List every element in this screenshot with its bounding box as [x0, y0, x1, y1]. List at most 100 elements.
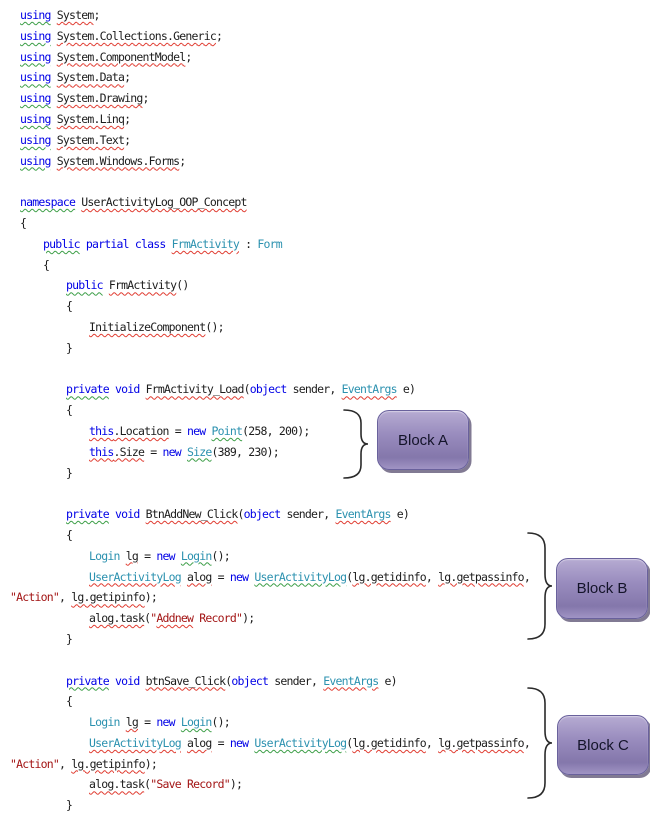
code-token: = [211, 569, 230, 584]
code-token: class [134, 236, 166, 251]
code-line: using System.ComponentModel; [0, 47, 650, 68]
code-line: public FrmActivity() [0, 275, 650, 296]
code-token: using [20, 28, 51, 43]
code-token: System.Data [56, 70, 125, 85]
code-token: void [115, 673, 140, 688]
code-line: private void FrmActivity_Load(object sen… [0, 379, 650, 400]
code-line: } [0, 629, 650, 650]
code-token: = [144, 444, 163, 459]
code-token: lg [125, 715, 139, 730]
code-token: sender, [280, 507, 336, 522]
code-line: "Action", lg.getipinfo); [0, 587, 650, 608]
code-token: " [150, 611, 157, 626]
code-token: btnSave_Click [145, 673, 226, 688]
code-token: (258, 200); [242, 423, 310, 438]
code-line: { [0, 400, 650, 421]
code-token: public [43, 236, 81, 251]
code-token: namespace [20, 195, 76, 210]
code-token: , [523, 569, 531, 584]
code-token: private [66, 673, 110, 688]
code-line: using System; [0, 5, 650, 26]
code-line: using System.Drawing; [0, 88, 650, 109]
code-token: alog.task [89, 611, 145, 626]
code-token: Login [180, 715, 212, 730]
code-line: private void BtnAddNew_Click(object send… [0, 504, 650, 525]
code-token: lg.getidinfo [352, 735, 426, 750]
code-token: alog.task [89, 777, 145, 792]
code-line: namespace UserActivityLog_OOP_Concept [0, 192, 650, 213]
code-token: using [20, 132, 51, 147]
code-token: object [243, 507, 282, 522]
code-line: { [0, 255, 650, 276]
code-token: ; [185, 49, 192, 64]
code-line: using System.Text; [0, 130, 650, 151]
code-token: Addnew [156, 611, 194, 626]
code-token: (389, 230); [211, 444, 280, 459]
code-token: ; [142, 91, 149, 106]
code-token: using [20, 49, 51, 64]
code-token: , [425, 569, 439, 584]
code-token: private [66, 507, 110, 522]
code-line: { [0, 691, 650, 712]
code-line: public partial class FrmActivity : Form [0, 234, 650, 255]
code-token: System [56, 8, 95, 22]
code-token: (); [205, 319, 224, 334]
code-line: { [0, 213, 650, 234]
code-token: = [138, 548, 157, 563]
code-line: UserActivityLog alog = new UserActivityL… [0, 733, 650, 754]
code-token: .Size [113, 444, 145, 459]
code-token: "Save Record" [150, 777, 230, 792]
code-line: private void btnSave_Click(object sender… [0, 671, 650, 692]
code-line [0, 650, 650, 671]
code-token: lg [125, 548, 139, 563]
code-line [0, 483, 650, 504]
code-token: , [523, 735, 531, 750]
code-token: (); [211, 715, 231, 730]
code-line: } [0, 338, 650, 359]
code-line: Login lg = new Login(); [0, 712, 650, 733]
code-line: this.Location = new Point(258, 200); [0, 421, 650, 442]
code-token: ( [346, 735, 353, 750]
code-token: { [20, 215, 27, 230]
code-token: System.Linq [56, 111, 125, 126]
code-line: Login lg = new Login(); [0, 546, 650, 567]
code-token: "Action" [10, 590, 60, 605]
code-token: FrmActivity [108, 278, 177, 293]
code-token: new [229, 569, 249, 584]
code-token: EventArgs [323, 673, 379, 688]
code-token: ( [144, 777, 151, 792]
code-token: ; [124, 111, 131, 126]
code-token: lg.getipinfo [71, 590, 145, 605]
code-token: { [43, 257, 50, 272]
block-a-callout: Block A [377, 410, 469, 470]
code-token: using [20, 91, 51, 106]
code-token: Login [180, 548, 212, 563]
block-c-label: Block C [577, 736, 629, 754]
code-token: System.Windows.Forms [56, 153, 180, 168]
code-token: System.Drawing [56, 91, 144, 106]
brace-c-icon [527, 687, 553, 799]
code-token: EventArgs [335, 507, 391, 522]
code-token: () [176, 278, 189, 293]
code-token: using [20, 70, 51, 85]
code-token: { [66, 527, 73, 542]
code-line: } [0, 463, 650, 484]
code-token: ); [229, 777, 243, 792]
code-token: } [66, 631, 73, 646]
code-token: this [89, 423, 114, 438]
code-line: using System.Windows.Forms; [0, 151, 650, 172]
block-b-label: Block B [576, 580, 628, 597]
code-token: } [66, 465, 73, 480]
code-token: = [211, 735, 230, 750]
code-token: ); [242, 611, 255, 626]
code-token: EventArgs [341, 382, 398, 397]
code-token: lg.getidinfo [352, 569, 426, 584]
code-token: lg.getipinfo [71, 756, 145, 771]
code-token: Form [257, 236, 282, 251]
code-token: System.Text [56, 132, 125, 147]
code-token: e) [378, 673, 397, 688]
code-token: { [66, 694, 73, 709]
code-token: new [229, 735, 249, 750]
code-token: UserActivityLog [89, 569, 182, 584]
